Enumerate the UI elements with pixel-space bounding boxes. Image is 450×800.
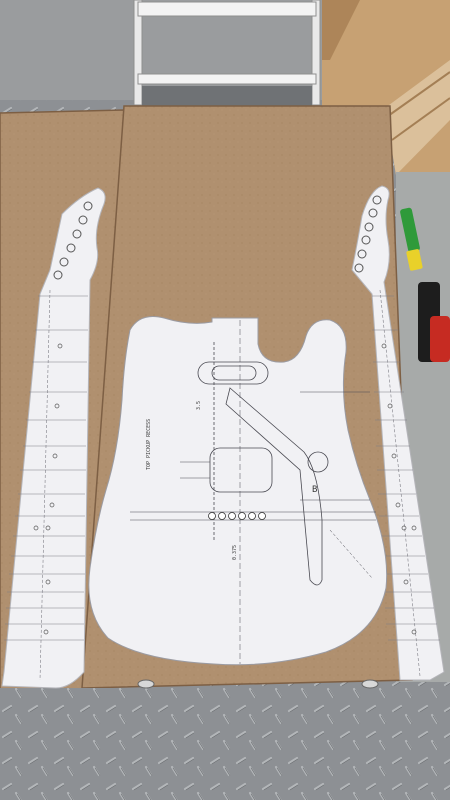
neck-template-left [1, 187, 106, 689]
wood-crate [322, 0, 450, 175]
spacing-label: 0.375 [232, 545, 238, 560]
dimension-label: 3.5 [196, 401, 202, 410]
pickup-label: TOP PICKUP RECESS [146, 419, 152, 470]
body-template: TOP PICKUP RECESS B 3.5 0.375 [88, 316, 388, 666]
floor-gap [0, 688, 450, 800]
step-ladder [133, 0, 321, 106]
red-clamp [418, 282, 450, 362]
neck-template-right [351, 185, 445, 681]
green-marker [400, 207, 423, 271]
board-feet [137, 679, 379, 689]
bridge-marker: B [312, 485, 317, 495]
